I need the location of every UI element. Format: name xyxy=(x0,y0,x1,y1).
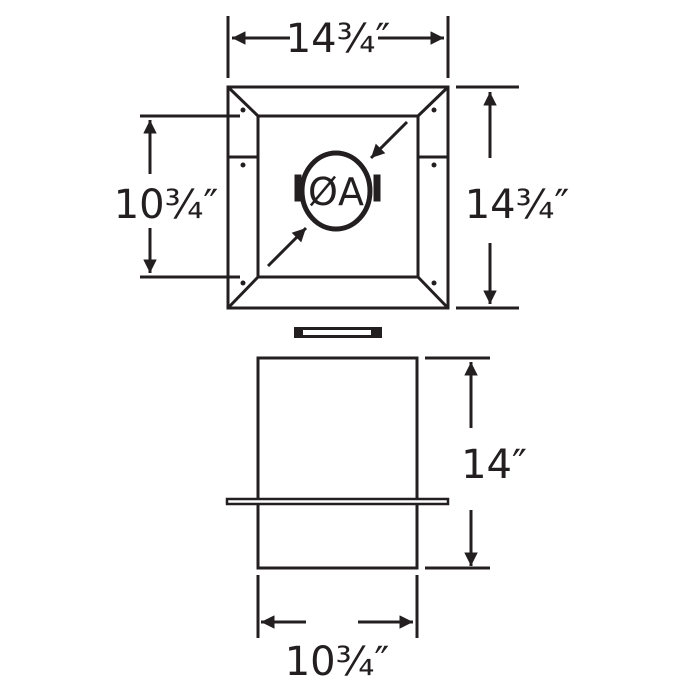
side-view xyxy=(225,356,490,638)
corner-line xyxy=(226,85,260,118)
clamp-left xyxy=(294,174,302,202)
flange xyxy=(225,497,450,506)
inner-opening xyxy=(256,114,420,279)
pipe-collar-circle xyxy=(299,150,373,232)
outer-square xyxy=(226,85,450,310)
outer-height-label: 14¾″ xyxy=(465,182,570,228)
top-view xyxy=(140,16,519,310)
trim-plate-slot xyxy=(303,330,371,335)
side-width-label: 10¾″ xyxy=(285,639,390,683)
box-body xyxy=(256,356,419,570)
inner-height-label: 10¾″ xyxy=(114,182,219,228)
top-width-label: 14¾″ xyxy=(286,16,391,62)
diameter-arrow-upper xyxy=(369,120,409,160)
diameter-arrow-lower xyxy=(266,226,308,268)
diameter-label: ØA xyxy=(308,170,364,214)
screw-holes xyxy=(240,107,437,286)
clamp-right xyxy=(373,174,381,202)
corner-line xyxy=(226,275,260,310)
corner-line xyxy=(416,85,450,118)
corner-line xyxy=(416,275,450,310)
side-height-label: 14″ xyxy=(461,442,527,488)
